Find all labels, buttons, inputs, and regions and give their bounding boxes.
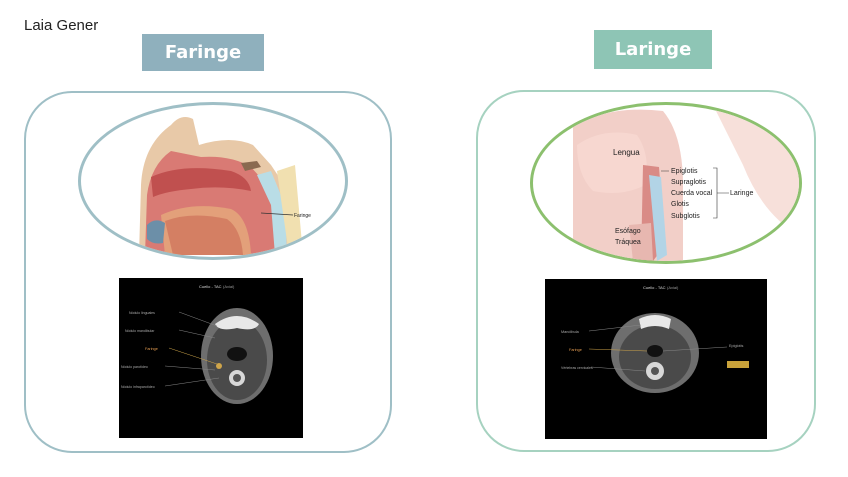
author-name: Laia Gener bbox=[24, 17, 99, 34]
laringe-label-supraglotis: Supraglotis bbox=[671, 179, 707, 186]
faringe-illustration-label: Faringe bbox=[294, 213, 311, 219]
faringe-ct-label-1: Nódulo mandibular bbox=[125, 329, 155, 333]
laringe-label-cuerda-vocal: Cuerda vocal bbox=[671, 190, 713, 197]
faringe-ct-scan: Cuello - TAC (Axial) Nódulo linguales Nó… bbox=[119, 278, 303, 438]
laringe-ct-label-1: Faringe bbox=[569, 348, 582, 352]
laringe-label-subglotis: Subglotis bbox=[671, 213, 700, 220]
faringe-ct-label-0: Nódulo linguales bbox=[129, 311, 155, 315]
laringe-ct-title: Cuello - TAC bbox=[643, 285, 666, 290]
laringe-label-laringe: Laringe bbox=[730, 190, 753, 197]
faringe-ct-label-2: Faringe bbox=[145, 347, 158, 351]
laringe-title: Laringe bbox=[594, 30, 712, 69]
laringe-ct-scan: Cuello - TAC (Axial) Mandíbula Faringe V… bbox=[545, 279, 767, 439]
laringe-ct-title-note: (Axial) bbox=[667, 285, 679, 290]
laringe-label-glotis: Glotis bbox=[671, 201, 689, 208]
laringe-anatomy-illustration: Lengua Epiglotis Supraglotis Cuerda voca… bbox=[573, 105, 799, 261]
faringe-title: Faringe bbox=[142, 34, 264, 71]
laringe-ct-label-3: Epiglotis bbox=[729, 344, 743, 348]
faringe-ct-label-4: Nódulo infraparotídeo bbox=[121, 385, 155, 389]
laringe-label-epiglotis: Epiglotis bbox=[671, 168, 698, 175]
faringe-illustration-frame: Faringe bbox=[78, 102, 348, 260]
faringe-ct-title-note: (Axial) bbox=[223, 284, 235, 289]
laringe-label-lengua: Lengua bbox=[613, 148, 640, 157]
laringe-illustration-frame: Lengua Epiglotis Supraglotis Cuerda voca… bbox=[530, 102, 802, 264]
laringe-ct-label-2: Vértebras cervicales bbox=[561, 366, 593, 370]
faringe-anatomy-illustration: Faringe bbox=[139, 117, 311, 255]
laringe-ct-label-0: Mandíbula bbox=[561, 330, 580, 334]
faringe-ct-label-3: Nódulo parotídeo bbox=[121, 365, 148, 369]
faringe-ct-title: Cuello - TAC bbox=[199, 284, 222, 289]
laringe-label-traquea: Tráquea bbox=[615, 239, 641, 246]
laringe-label-esofago: Esófago bbox=[615, 228, 641, 235]
